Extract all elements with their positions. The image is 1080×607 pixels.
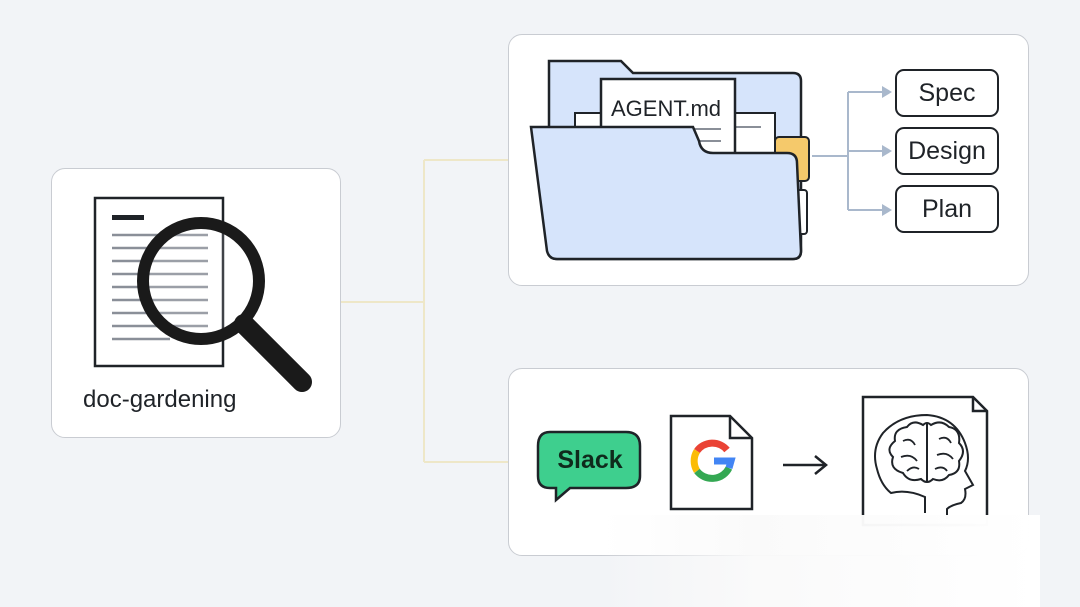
google-doc-icon xyxy=(669,414,754,511)
chat-bubble-icon xyxy=(536,430,642,503)
plan-output: Plan xyxy=(895,185,999,233)
brain-head-icon xyxy=(861,395,989,527)
slack-label: Slack xyxy=(557,446,623,474)
folder-icon xyxy=(529,59,810,261)
doc-gardening-label: doc-gardening xyxy=(83,386,237,413)
spec-output: Spec xyxy=(895,69,999,117)
agent-file-label: AGENT.md xyxy=(610,96,722,121)
arrow-right-icon xyxy=(783,455,828,475)
branch-arrows xyxy=(812,86,892,216)
magnifier-icon xyxy=(137,217,312,392)
design-output: Design xyxy=(895,127,999,175)
